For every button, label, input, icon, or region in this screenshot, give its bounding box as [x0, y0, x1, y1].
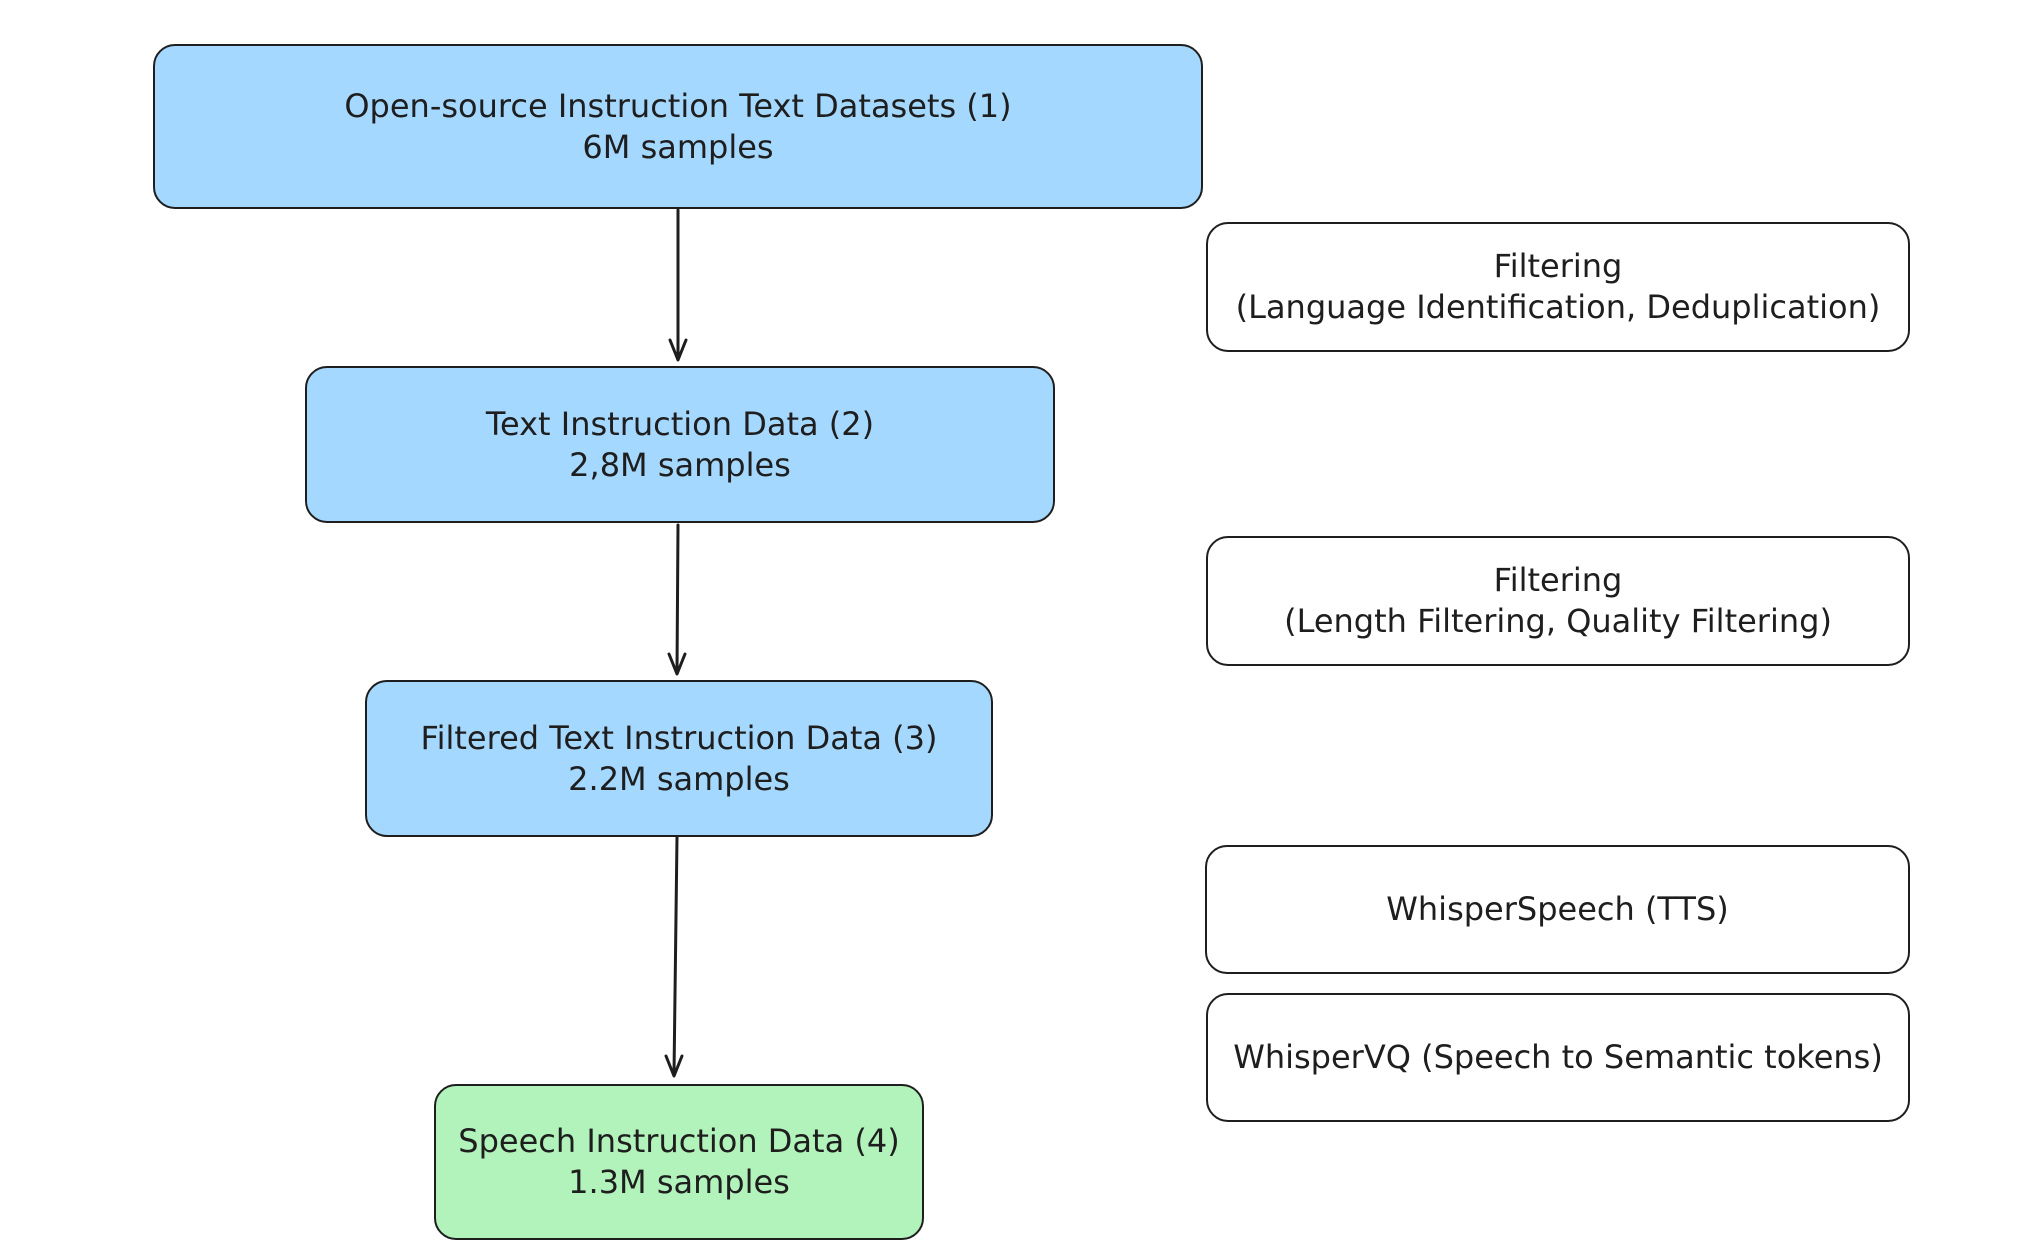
step-2-detail: (Length Filtering, Quality Filtering) — [1284, 602, 1832, 640]
step-2-title: Filtering — [1493, 561, 1623, 599]
stage-box-2: Text Instruction Data (2) 2,8M samples — [305, 366, 1055, 523]
stage-box-1: Open-source Instruction Text Datasets (1… — [153, 44, 1203, 209]
stage-2-count: 2,8M samples — [569, 445, 791, 484]
step-box-whisperspeech: WhisperSpeech (TTS) — [1205, 845, 1910, 974]
step-1-title: Filtering — [1493, 247, 1623, 285]
step-1-detail: (Language Identification, Deduplication) — [1235, 288, 1881, 326]
stage-4-title: Speech Instruction Data (4) — [458, 1122, 900, 1160]
step-4-title: WhisperVQ (Speech to Semantic tokens) — [1233, 1038, 1883, 1076]
stage-box-3: Filtered Text Instruction Data (3) 2.2M … — [365, 680, 993, 837]
stage-1-title: Open-source Instruction Text Datasets (1… — [344, 86, 1012, 125]
stage-1-count: 6M samples — [582, 127, 774, 166]
stage-3-title: Filtered Text Instruction Data (3) — [420, 718, 938, 757]
step-box-filtering-language: Filtering (Language Identification, Dedu… — [1206, 222, 1910, 352]
arrow-3-to-4 — [664, 835, 684, 1078]
stage-box-4: Speech Instruction Data (4) 1.3M samples — [434, 1084, 924, 1240]
step-box-filtering-quality: Filtering (Length Filtering, Quality Fil… — [1206, 536, 1910, 666]
stage-2-title: Text Instruction Data (2) — [485, 404, 875, 443]
stage-3-count: 2.2M samples — [568, 759, 790, 798]
step-3-title: WhisperSpeech (TTS) — [1386, 890, 1729, 928]
step-box-whispervq: WhisperVQ (Speech to Semantic tokens) — [1206, 993, 1910, 1122]
stage-4-count: 1.3M samples — [568, 1163, 790, 1201]
arrow-1-to-2 — [668, 208, 688, 362]
arrow-2-to-3 — [667, 523, 687, 676]
